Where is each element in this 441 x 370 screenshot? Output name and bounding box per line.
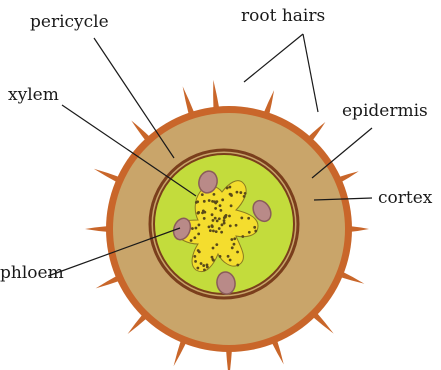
xylem-vessel-dot (219, 255, 222, 258)
xylem-vessel-dot (236, 264, 239, 267)
cortex-label: cortex (378, 188, 433, 208)
xylem-vessel-dot (213, 193, 216, 196)
xylem-vessel-dot (191, 227, 194, 230)
xylem-vessel-dot (214, 217, 217, 220)
root-hair (85, 226, 109, 232)
xylem-vessel-dot (203, 269, 206, 272)
xylem-vessel-dot (212, 247, 215, 250)
xylem-label: xylem (8, 85, 59, 105)
xylem-vessel-dot (214, 202, 217, 205)
xylem-vessel-dot (229, 186, 232, 189)
xylem-vessel-dot (225, 214, 228, 217)
root-hair (213, 80, 219, 110)
epidermis-label: epidermis (342, 101, 428, 121)
xylem-vessel-dot (216, 219, 219, 222)
xylem-vessel-dot (195, 201, 198, 204)
xylem-vessel-dot (226, 187, 229, 190)
xylem-vessel-dot (219, 204, 222, 207)
xylem-vessel-dot (229, 224, 232, 227)
xylem-vessel-dot (230, 238, 233, 241)
xylem-vessel-dot (190, 239, 193, 242)
pericycle-label: pericycle (30, 12, 109, 32)
xylem-vessel-dot (202, 264, 205, 267)
xylem-vessel-dot (215, 230, 218, 233)
xylem-vessel-dot (197, 232, 200, 235)
xylem-vessel-dot (247, 217, 250, 220)
xylem-vessel-dot (248, 231, 251, 234)
xylem-vessel-dot (208, 199, 211, 202)
xylem-vessel-dot (231, 246, 234, 249)
xylem-vessel-dot (218, 227, 221, 230)
xylem-vessel-dot (220, 231, 223, 234)
xylem-vessel-dot (218, 217, 221, 220)
xylem-vessel-dot (229, 259, 232, 262)
xylem-vessel-dot (195, 227, 198, 230)
phloem-label: phloem (0, 263, 64, 283)
xylem-vessel-dot (211, 258, 214, 261)
xylem-vessel-dot (202, 209, 205, 212)
xylem-vessel-dot (197, 249, 200, 252)
xylem-vessel-dot (203, 200, 206, 203)
xylem-vessel-dot (196, 267, 199, 270)
xylem-vessel-dot (197, 211, 200, 214)
xylem-vessel-dot (227, 255, 230, 258)
xylem-vessel-dot (221, 223, 224, 226)
xylem-vessel-dot (211, 224, 214, 227)
xylem-vessel-dot (212, 230, 215, 233)
pericycle-leader (94, 38, 174, 158)
xylem-vessel-dot (211, 213, 214, 216)
xylem-vessel-dot (215, 243, 218, 246)
root-hairs-label: root hairs (241, 6, 325, 26)
xylem-vessel-dot (240, 217, 243, 220)
root-hair (226, 349, 232, 370)
xylem-vessel-dot (214, 207, 217, 210)
xylem-vessel-dot (236, 251, 239, 254)
xylem-vessel-dot (200, 262, 203, 265)
root-hairs-leader-2 (303, 34, 318, 112)
xylem-vessel-dot (219, 209, 222, 212)
xylem-vessel-dot (228, 215, 231, 218)
xylem-vessel-dot (254, 230, 257, 233)
xylem-vessel-dot (244, 192, 247, 195)
xylem-vessel-dot (230, 194, 233, 197)
xylem-vessel-dot (208, 226, 211, 229)
xylem-vessel-dot (221, 198, 224, 201)
xylem-vessel-dot (193, 255, 196, 258)
xylem-vessel-dot (235, 224, 238, 227)
xylem-vessel-dot (233, 237, 236, 240)
xylem-vessel-dot (194, 260, 197, 263)
xylem-vessel-dot (243, 195, 246, 198)
xylem-vessel-dot (230, 204, 233, 207)
xylem-vessel-dot (212, 219, 215, 222)
xylem-vessel-dot (239, 191, 242, 194)
xylem-vessel-dot (253, 226, 256, 229)
xylem-vessel-dot (236, 191, 239, 194)
xylem-vessel-dot (233, 243, 236, 246)
xylem-vessel-dot (209, 229, 212, 232)
xylem-vessel-dot (201, 193, 204, 196)
root-hairs-leader-1 (244, 34, 303, 82)
root-hair (183, 86, 195, 115)
xylem-vessel-dot (198, 224, 201, 227)
xylem-vessel-dot (223, 219, 226, 222)
xylem-vessel-dot (193, 236, 196, 239)
xylem-vessel-dot (206, 263, 209, 266)
xylem-vessel-dot (223, 222, 226, 225)
xylem-vessel-dot (241, 235, 244, 238)
xylem-vessel-dot (203, 217, 206, 220)
